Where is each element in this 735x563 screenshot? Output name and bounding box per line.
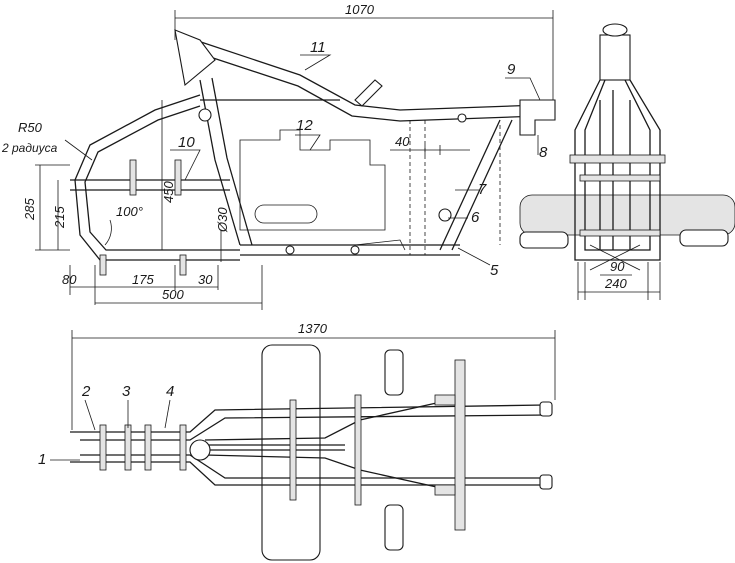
pedal-right <box>384 504 404 551</box>
dim-450: 450 <box>161 181 176 203</box>
dim-r50: R50 <box>18 120 43 135</box>
rear-axle-tube <box>519 194 735 236</box>
left-grip <box>519 231 569 249</box>
callout-12: 12 <box>296 117 313 134</box>
side-callouts: 11 12 10 9 8 7 6 5 <box>170 39 548 279</box>
dim-175: 175 <box>132 272 154 287</box>
dim-90: 90 <box>610 259 625 274</box>
pedal-linkage <box>354 239 406 251</box>
top-dimensions: 1370 <box>71 321 556 430</box>
pivot-6 <box>438 208 452 222</box>
callout-9: 9 <box>507 61 516 78</box>
callout-8: 8 <box>539 144 548 161</box>
dim-215: 215 <box>52 206 67 229</box>
callout-3: 3 <box>122 383 131 400</box>
callout-6: 6 <box>471 209 480 226</box>
engine-outline <box>239 129 386 231</box>
top-callouts: 1 2 3 4 <box>38 383 174 468</box>
dim-500: 500 <box>162 287 184 302</box>
dim-40: 40 <box>395 134 410 149</box>
right-grip <box>679 229 729 247</box>
callout-1: 1 <box>38 451 46 468</box>
front-frame <box>574 79 661 261</box>
top-tube <box>194 39 541 111</box>
side-view <box>70 29 556 276</box>
pedal-left <box>384 349 404 396</box>
callout-7: 7 <box>478 181 487 198</box>
dim-d30: Ø30 <box>215 207 230 233</box>
dim-1070: 1070 <box>345 2 375 17</box>
steering-hub <box>189 439 211 461</box>
side-dimensions: 1070 R50 2 радиуса 285 215 100° 450 Ø30 … <box>1 2 554 310</box>
dim-100deg: 100° <box>116 204 143 219</box>
callout-10: 10 <box>178 134 195 151</box>
top-view <box>70 344 553 561</box>
front-view <box>519 23 735 271</box>
front-dimensions: 90 240 <box>577 259 661 300</box>
dim-240: 240 <box>604 276 627 291</box>
dim-1370: 1370 <box>298 321 328 336</box>
rear-brace <box>439 119 501 251</box>
callout-4: 4 <box>166 383 174 400</box>
rear-bracket <box>519 99 556 136</box>
dim-80: 80 <box>62 272 77 287</box>
dim-r50-note: 2 радиуса <box>1 141 58 155</box>
steering-column <box>174 29 216 87</box>
callout-5: 5 <box>490 262 499 279</box>
callout-11: 11 <box>310 39 326 56</box>
callout-2: 2 <box>81 383 91 400</box>
dim-285: 285 <box>22 198 37 221</box>
dim-30: 30 <box>198 272 213 287</box>
engine-slot <box>254 204 318 224</box>
